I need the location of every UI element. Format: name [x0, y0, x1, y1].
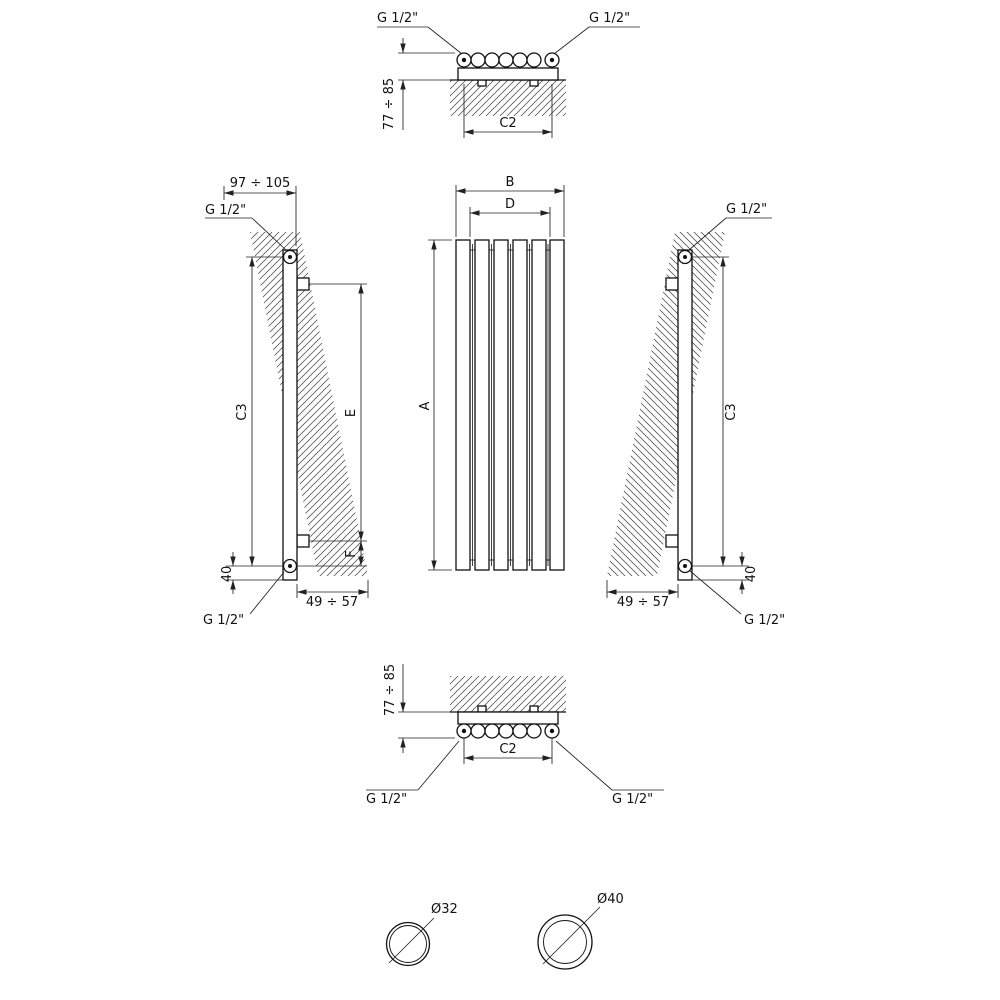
wall-hatch — [250, 232, 368, 576]
dim-wall-distance-top: 77 ÷ 85 — [382, 38, 455, 130]
radiator-tubes — [455, 239, 565, 571]
dim-label-c2-top: C2 — [499, 116, 516, 131]
tube-cross-sections: Ø32 Ø40 — [385, 892, 624, 970]
dim-label-40-right: 40 — [744, 566, 759, 583]
tube-row — [470, 52, 542, 68]
dim-label-c3-right: C3 — [724, 403, 739, 420]
pipe-connection-bottom — [282, 558, 298, 574]
tube-row — [470, 723, 542, 739]
dim-c2-top: C2 — [463, 84, 553, 138]
bottom-view: 77 ÷ 85 C2 G 1/2" G 1/2" — [366, 664, 664, 807]
dim-c3-left: C3 — [226, 256, 283, 567]
pipe-connection-left — [456, 723, 472, 739]
dim-label-e: E — [344, 409, 359, 417]
dim-depth: 97 ÷ 105 — [223, 176, 297, 246]
thread-label-bottom-right: G 1/2" — [612, 792, 653, 807]
thread-callout-right-top: G 1/2" — [688, 202, 772, 251]
dim-label-d: D — [505, 197, 515, 212]
thread-label-top-left: G 1/2" — [377, 11, 418, 26]
dim-c2-bottom: C2 — [463, 738, 553, 764]
thread-label-right-bottom: G 1/2" — [744, 613, 785, 628]
dim-label-49-57-left: 49 ÷ 57 — [306, 595, 358, 610]
pipe-connection-top — [282, 249, 298, 265]
thread-callout-top-left: G 1/2" — [377, 11, 463, 55]
thread-callout-right-bottom: G 1/2" — [689, 570, 785, 628]
wall-hatch — [450, 80, 566, 116]
dim-label-wall-distance-top: 77 ÷ 85 — [382, 78, 397, 130]
pipe-connection-right — [544, 52, 560, 68]
dim-label-49-57-right: 49 ÷ 57 — [617, 595, 669, 610]
dim-49-57-right: 49 ÷ 57 — [606, 580, 679, 610]
radiator-profile — [677, 249, 693, 581]
dim-label-c2-bottom: C2 — [499, 742, 516, 757]
dim-label-40-left: 40 — [220, 566, 235, 583]
tube-section-32: Ø32 — [385, 902, 458, 967]
dim-wall-distance-bottom: 77 ÷ 85 — [383, 664, 455, 753]
wall-hatch — [607, 232, 725, 576]
thread-label-left-top: G 1/2" — [205, 203, 246, 218]
dim-f: F — [297, 541, 367, 567]
dim-label-depth: 97 ÷ 105 — [230, 176, 291, 191]
dia-label-40: Ø40 — [597, 892, 624, 907]
thread-label-left-bottom: G 1/2" — [203, 613, 244, 628]
dim-label-c3-left: C3 — [235, 403, 250, 420]
front-view: A B D — [418, 175, 565, 571]
dia-label-32: Ø32 — [431, 902, 458, 917]
pipe-connection-top — [677, 249, 693, 265]
thread-callout-left-top: G 1/2" — [205, 203, 287, 251]
right-side-view: G 1/2" C3 40 49 ÷ 57 G 1/2" — [606, 202, 785, 628]
dim-label-wall-distance-bottom: 77 ÷ 85 — [383, 664, 398, 716]
pipe-connection-left — [456, 52, 472, 68]
wall-hatch — [450, 676, 566, 712]
left-side-view: 97 ÷ 105 G 1/2" C3 E F 40 — [203, 176, 369, 628]
top-view: 77 ÷ 85 C2 G 1/2" G 1/2" — [377, 11, 640, 138]
tube-section-40: Ø40 — [537, 892, 624, 970]
dim-label-f: F — [344, 550, 359, 557]
radiator-profile — [282, 249, 298, 581]
dim-height-a: A — [418, 239, 452, 571]
dim-40-right: 40 — [692, 552, 759, 594]
pipe-connection-bottom — [677, 558, 693, 574]
collector-bracket — [457, 67, 559, 87]
thread-callout-bottom-left: G 1/2" — [366, 740, 460, 807]
dim-label-b: B — [506, 175, 515, 190]
thread-callout-left-bottom: G 1/2" — [203, 571, 285, 628]
thread-label-bottom-left: G 1/2" — [366, 792, 407, 807]
thread-label-right-top: G 1/2" — [726, 202, 767, 217]
thread-callout-bottom-right: G 1/2" — [555, 740, 664, 807]
dim-label-a: A — [418, 401, 433, 410]
collector-bracket — [457, 705, 559, 725]
dim-c3-right: C3 — [692, 256, 749, 567]
dim-40-left: 40 — [220, 552, 283, 594]
dim-width-d: D — [469, 197, 551, 237]
pipe-connection-right — [544, 723, 560, 739]
dim-49-57-left: 49 ÷ 57 — [296, 580, 369, 610]
thread-label-top-right: G 1/2" — [589, 11, 630, 26]
dim-e: E — [309, 283, 367, 542]
thread-callout-top-right: G 1/2" — [553, 11, 640, 55]
dim-width-b: B — [455, 175, 565, 237]
